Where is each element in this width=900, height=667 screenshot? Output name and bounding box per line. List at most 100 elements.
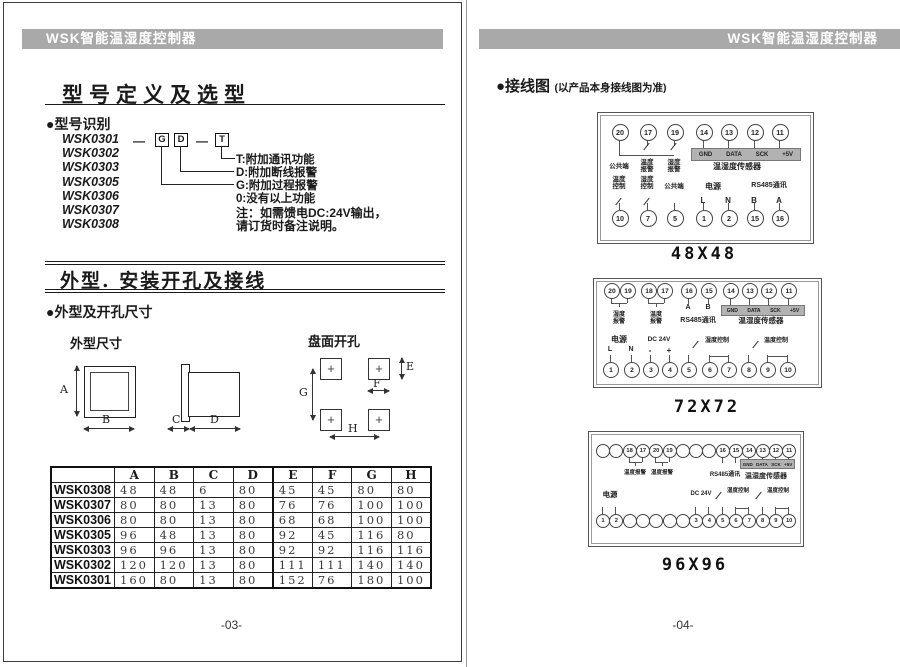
- code-dash-2: —: [196, 134, 208, 148]
- wire: [650, 355, 651, 362]
- sensor-bar-pin: GND: [698, 151, 713, 158]
- wire: [631, 355, 632, 362]
- terminal-circle: 17: [635, 444, 650, 458]
- model-number: WSK0305: [62, 174, 119, 189]
- diagram-label: 湿度控制: [640, 176, 654, 191]
- dimension-cell: 76: [311, 572, 353, 589]
- section-rule: [45, 261, 445, 262]
- terminal-circle: 8: [741, 362, 757, 378]
- right-header-bar: WSK智能温湿度控制器: [479, 29, 900, 49]
- dimension-cell: 180: [351, 572, 392, 589]
- diagram-label: L: [700, 196, 706, 205]
- wire: [602, 507, 603, 514]
- dimension-cell: 100: [390, 572, 432, 589]
- terminal-circle: 6: [729, 514, 743, 528]
- cutout-hole: +: [368, 409, 390, 431]
- dimension-cell: 80: [153, 572, 195, 589]
- wire: [721, 507, 723, 514]
- wire: [611, 297, 612, 303]
- terminal-circle: 10: [780, 362, 796, 378]
- dimension-cell: 100: [390, 497, 432, 513]
- terminal-circle: 19: [666, 123, 684, 141]
- terminal-circle: 20: [604, 283, 620, 299]
- dimension-cell: 13: [193, 542, 234, 558]
- sensor-wire: [730, 297, 731, 305]
- outline-size-label: 外型尺寸: [70, 336, 123, 351]
- dim-label-f: F: [373, 377, 381, 390]
- code-dash-1: —: [133, 134, 145, 148]
- wire: [688, 297, 689, 304]
- wire: [661, 462, 663, 466]
- order-note-line2: 请订货时备注说明。: [236, 219, 345, 233]
- section-rule: [45, 104, 445, 105]
- dimension-cell: 92: [271, 542, 313, 558]
- wiring-title: ●接线图: [496, 78, 551, 95]
- terminal-circle: 12: [746, 123, 764, 141]
- wire: [664, 297, 665, 303]
- wire: [635, 462, 637, 466]
- terminal-circle: [675, 444, 690, 458]
- sensor-bar-pin: DATA: [756, 461, 768, 467]
- diagram-label: A: [685, 304, 691, 311]
- wire: [779, 202, 780, 210]
- terminal-circle: 10: [782, 514, 797, 528]
- dim-label-b: B: [102, 413, 111, 426]
- model-number: WSK0306: [62, 188, 119, 203]
- dimension-cell: 48: [114, 482, 155, 498]
- dimension-cell: 80: [232, 482, 274, 498]
- terminal-circle: 11: [771, 123, 789, 141]
- sensor-bar-pin: SCK: [755, 151, 769, 158]
- terminal-circle: [689, 444, 704, 458]
- model-cell: WSK0308: [50, 482, 115, 498]
- code-legend-item: 0:没有以上功能: [236, 193, 316, 205]
- dimension-cell: 80: [153, 512, 195, 528]
- sensor-bar-pin: DATA: [747, 307, 761, 314]
- terminal-circle: 11: [781, 283, 797, 299]
- diagram-label: 湿度控制: [726, 488, 749, 494]
- table-header-cell: F: [311, 466, 353, 483]
- sensor-name: 温湿度传感器: [745, 473, 787, 480]
- dimension-arrow-d: [189, 425, 241, 432]
- order-note-line1: 注：如需馈电DC:24V输出，: [236, 206, 387, 220]
- page-number-right: -04-: [672, 618, 694, 632]
- wire: [728, 202, 729, 210]
- code-connector-line: [161, 147, 162, 184]
- model-id-heading: ●型号识别: [46, 116, 111, 132]
- diagram-label: 湿度报警: [650, 470, 673, 476]
- front-view-inner: [90, 372, 129, 411]
- model-number: WSK0308: [62, 217, 119, 232]
- cutout-hole: +: [368, 358, 390, 380]
- dimension-cell: 120: [114, 557, 155, 573]
- dimension-arrow-g: [309, 368, 316, 421]
- right-header-title: WSK智能温湿度控制器: [727, 31, 878, 46]
- wire: [647, 138, 648, 146]
- dimension-cell: 111: [311, 557, 353, 573]
- dim-label-c: C: [172, 413, 181, 426]
- diagram-label: RS485通讯: [751, 182, 787, 189]
- diagram-label: 电源: [705, 182, 721, 191]
- dimension-arrow-f: [367, 387, 390, 394]
- model-number: WSK0301: [62, 132, 119, 146]
- terminal-circle: 20: [611, 123, 629, 141]
- dimension-cell: 76: [311, 497, 353, 513]
- wire: [627, 297, 628, 303]
- table-header-cell: [50, 466, 115, 483]
- diagram-label: N: [628, 346, 634, 353]
- dimension-cell: 13: [193, 497, 234, 513]
- dimension-cell: 6: [193, 482, 234, 498]
- wire: [708, 297, 709, 304]
- code-legend-item: G:附加过程报警: [236, 180, 318, 192]
- dimension-cell: 80: [232, 542, 274, 558]
- wire: [748, 355, 749, 362]
- table-header-cell: H: [390, 466, 432, 483]
- sensor-wire: [779, 138, 780, 148]
- terminal-circle: 3: [643, 362, 659, 378]
- terminal-circle: [635, 514, 650, 528]
- table-header-cell: A: [114, 466, 155, 483]
- dimension-arrow-e: [398, 357, 405, 380]
